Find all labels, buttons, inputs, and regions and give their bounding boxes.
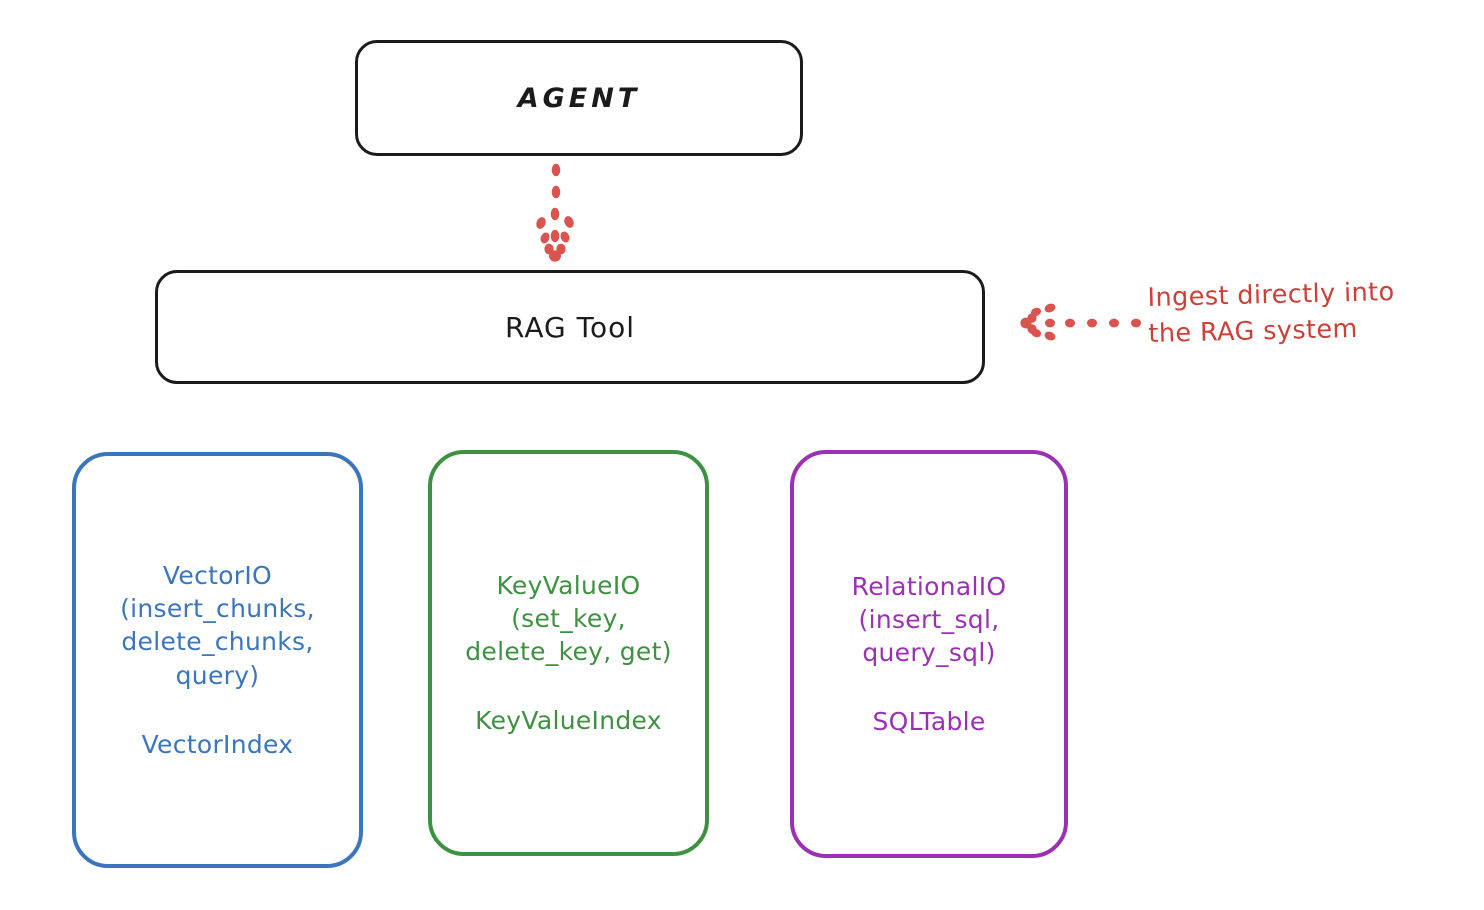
node-agent-label: AGENT xyxy=(517,82,641,114)
keyvalue-io-api-label: KeyValueIO (set_key, delete_key, get) xyxy=(465,570,672,667)
sql-table-label: SQLTable xyxy=(872,707,986,737)
node-rag-tool[interactable]: RAG Tool xyxy=(155,270,985,384)
keyvalue-index-label: KeyValueIndex xyxy=(475,706,662,736)
node-rag-tool-label: RAG Tool xyxy=(505,310,635,344)
node-agent[interactable]: AGENT xyxy=(355,40,803,156)
vector-io-api-label: VectorIO (insert_chunks, delete_chunks, … xyxy=(120,560,315,690)
node-vector-io[interactable]: VectorIO (insert_chunks, delete_chunks, … xyxy=(72,452,363,868)
vector-index-label: VectorIndex xyxy=(141,729,294,759)
connector-agent-to-rag-tool-icon xyxy=(536,163,574,262)
relational-io-api-label: RelationalIO (insert_sql, query_sql) xyxy=(851,571,1007,668)
node-relational-io[interactable]: RelationalIO (insert_sql, query_sql) SQL… xyxy=(790,450,1068,858)
connector-annotation-to-rag-tool-icon xyxy=(1020,303,1141,341)
annotation-ingest-text: Ingest directly into the RAG system xyxy=(1147,277,1395,350)
node-keyvalue-io[interactable]: KeyValueIO (set_key, delete_key, get) Ke… xyxy=(428,450,709,856)
